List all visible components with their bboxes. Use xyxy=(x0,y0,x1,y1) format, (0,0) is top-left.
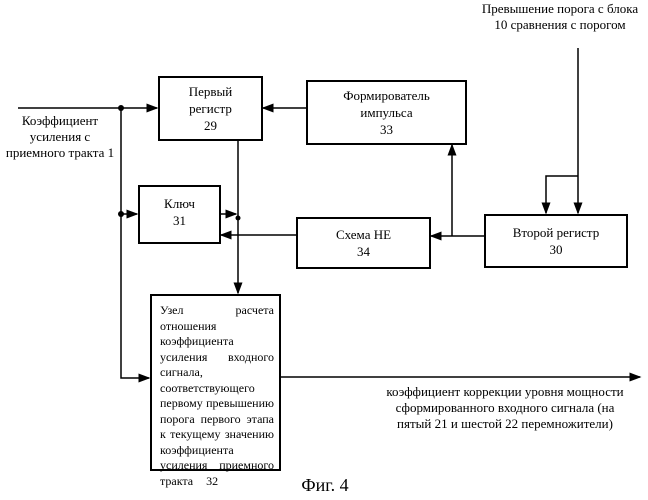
threshold-branch xyxy=(546,176,578,213)
pulse-former-block: Формирователь импульса 33 xyxy=(306,80,467,145)
not-circuit-block: Схема НЕ 34 xyxy=(296,217,431,269)
junction-dot xyxy=(236,216,241,221)
output-label: коэффициент коррекции уровня мощности сф… xyxy=(385,384,625,432)
threshold-label: Превышение порога с блока 10 сравнения с… xyxy=(480,1,640,33)
junction-dot xyxy=(118,211,124,217)
key-block: Ключ 31 xyxy=(138,185,221,244)
block-number: 29 xyxy=(204,117,217,134)
block-name: Первый регистр xyxy=(176,83,246,117)
junction-dot xyxy=(118,105,124,111)
block-name: Второй регистр xyxy=(513,224,600,241)
second-register-block: Второй регистр 30 xyxy=(484,214,628,268)
block-number: 33 xyxy=(380,121,393,138)
figure-caption: Фиг. 4 xyxy=(280,474,370,496)
block-name: Узел расчета отношения коэффициента усил… xyxy=(160,303,274,488)
block-name: Формирователь импульса xyxy=(332,87,442,121)
ratio-unit-block: Узел расчета отношения коэффициента усил… xyxy=(150,294,281,471)
block-number: 34 xyxy=(357,243,370,260)
input-label: Коэффициент усиления с приемного тракта … xyxy=(2,113,118,161)
first-register-block: Первый регистр 29 xyxy=(158,76,263,141)
block-number: 31 xyxy=(173,212,186,229)
block-number: 30 xyxy=(550,241,563,258)
block-number: 32 xyxy=(206,474,218,488)
block-name: Ключ xyxy=(164,195,195,212)
block-name: Схема НЕ xyxy=(336,226,391,243)
